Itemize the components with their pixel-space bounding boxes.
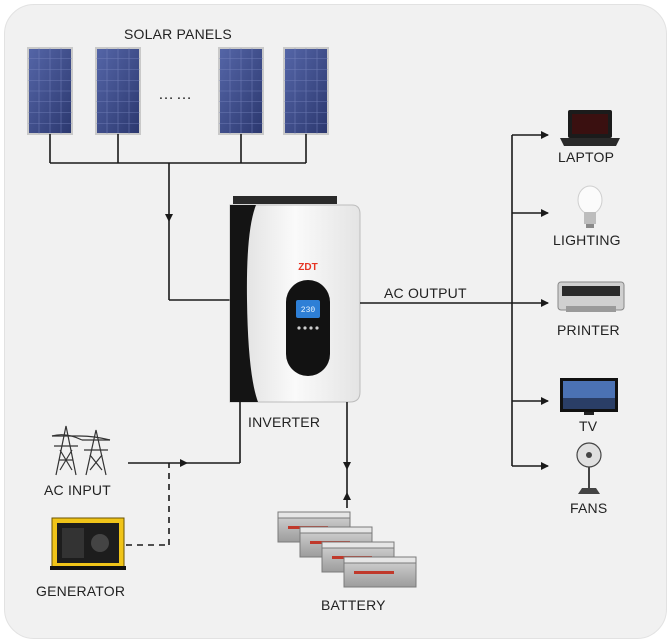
lighting-label: LIGHTING (553, 232, 621, 248)
generator-wiring (126, 463, 170, 546)
battery-label: BATTERY (321, 597, 386, 613)
more-panels-ellipsis: …… (158, 86, 194, 103)
ac-input-label: AC INPUT (44, 482, 111, 498)
ac-output-label: AC OUTPUT (384, 285, 467, 301)
battery-unit (343, 556, 417, 588)
ac-output-wiring (360, 131, 549, 470)
solar-panels-label: SOLAR PANELS (124, 26, 232, 42)
battery-bank-icon (277, 511, 417, 588)
printer-label: PRINTER (557, 322, 620, 338)
inverter-brand-logo: ZDT (298, 262, 317, 273)
generator-icon (50, 517, 126, 570)
solar-flow-arrow (165, 214, 173, 222)
inverter-label: INVERTER (248, 414, 321, 430)
fans-label: FANS (570, 500, 608, 516)
battery-up-arrow (343, 492, 351, 500)
inverter-screen-readout: 230 (301, 306, 316, 315)
solar-wiring (49, 134, 307, 301)
battery-down-arrow (343, 462, 351, 470)
laptop-label: LAPTOP (558, 149, 615, 165)
laptop-icon (560, 110, 620, 146)
ac-input-arrow (180, 459, 188, 467)
printer-icon (557, 281, 625, 312)
tv-icon (560, 378, 618, 415)
power-tower-icon (51, 425, 111, 476)
ac-input-wiring (128, 402, 241, 464)
tv-label: TV (579, 418, 598, 434)
fan-icon (576, 442, 602, 494)
generator-label: GENERATOR (36, 583, 126, 599)
light-bulb-icon (577, 185, 603, 228)
inverter-device (229, 196, 361, 403)
